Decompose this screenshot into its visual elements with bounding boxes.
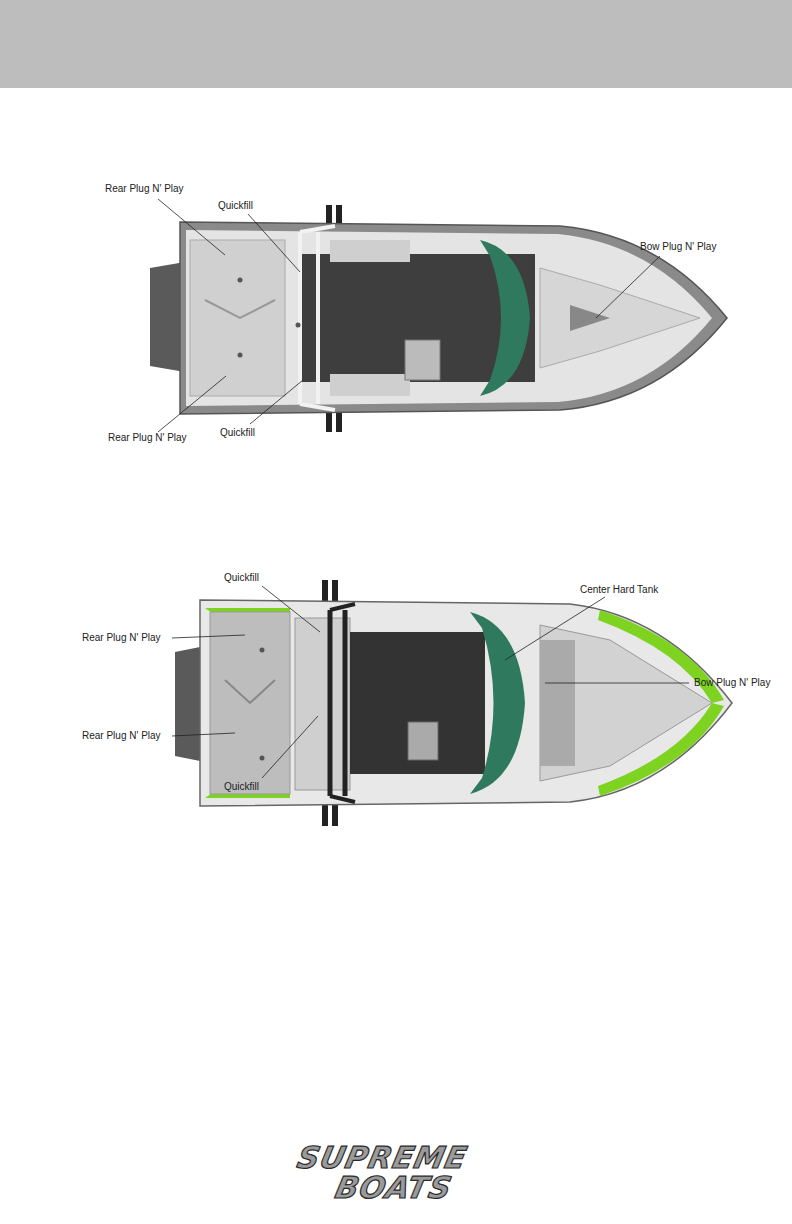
header-bar	[0, 0, 792, 88]
callout-label: Center Hard Tank	[580, 584, 658, 596]
callout-label: Bow Plug N' Play	[640, 241, 716, 253]
callout-label: Quickfill	[224, 572, 259, 584]
callout-label: Rear Plug N' Play	[108, 432, 187, 444]
leader-line	[158, 199, 660, 432]
boat-top-view	[175, 580, 732, 826]
callout-label: Rear Plug N' Play	[82, 632, 161, 644]
callout-label: Quickfill	[224, 781, 259, 793]
callout-label: Rear Plug N' Play	[82, 730, 161, 742]
callout-label: Rear Plug N' Play	[105, 183, 184, 195]
callout-label: Quickfill	[218, 200, 253, 212]
callout-label: Quickfill	[220, 427, 255, 439]
boat-top-view	[150, 205, 727, 432]
callout-label: Bow Plug N' Play	[694, 677, 770, 689]
brand-logo: SUPREME	[295, 1142, 471, 1174]
brand-logo: BOATS	[333, 1172, 456, 1204]
leader-line	[172, 586, 689, 778]
